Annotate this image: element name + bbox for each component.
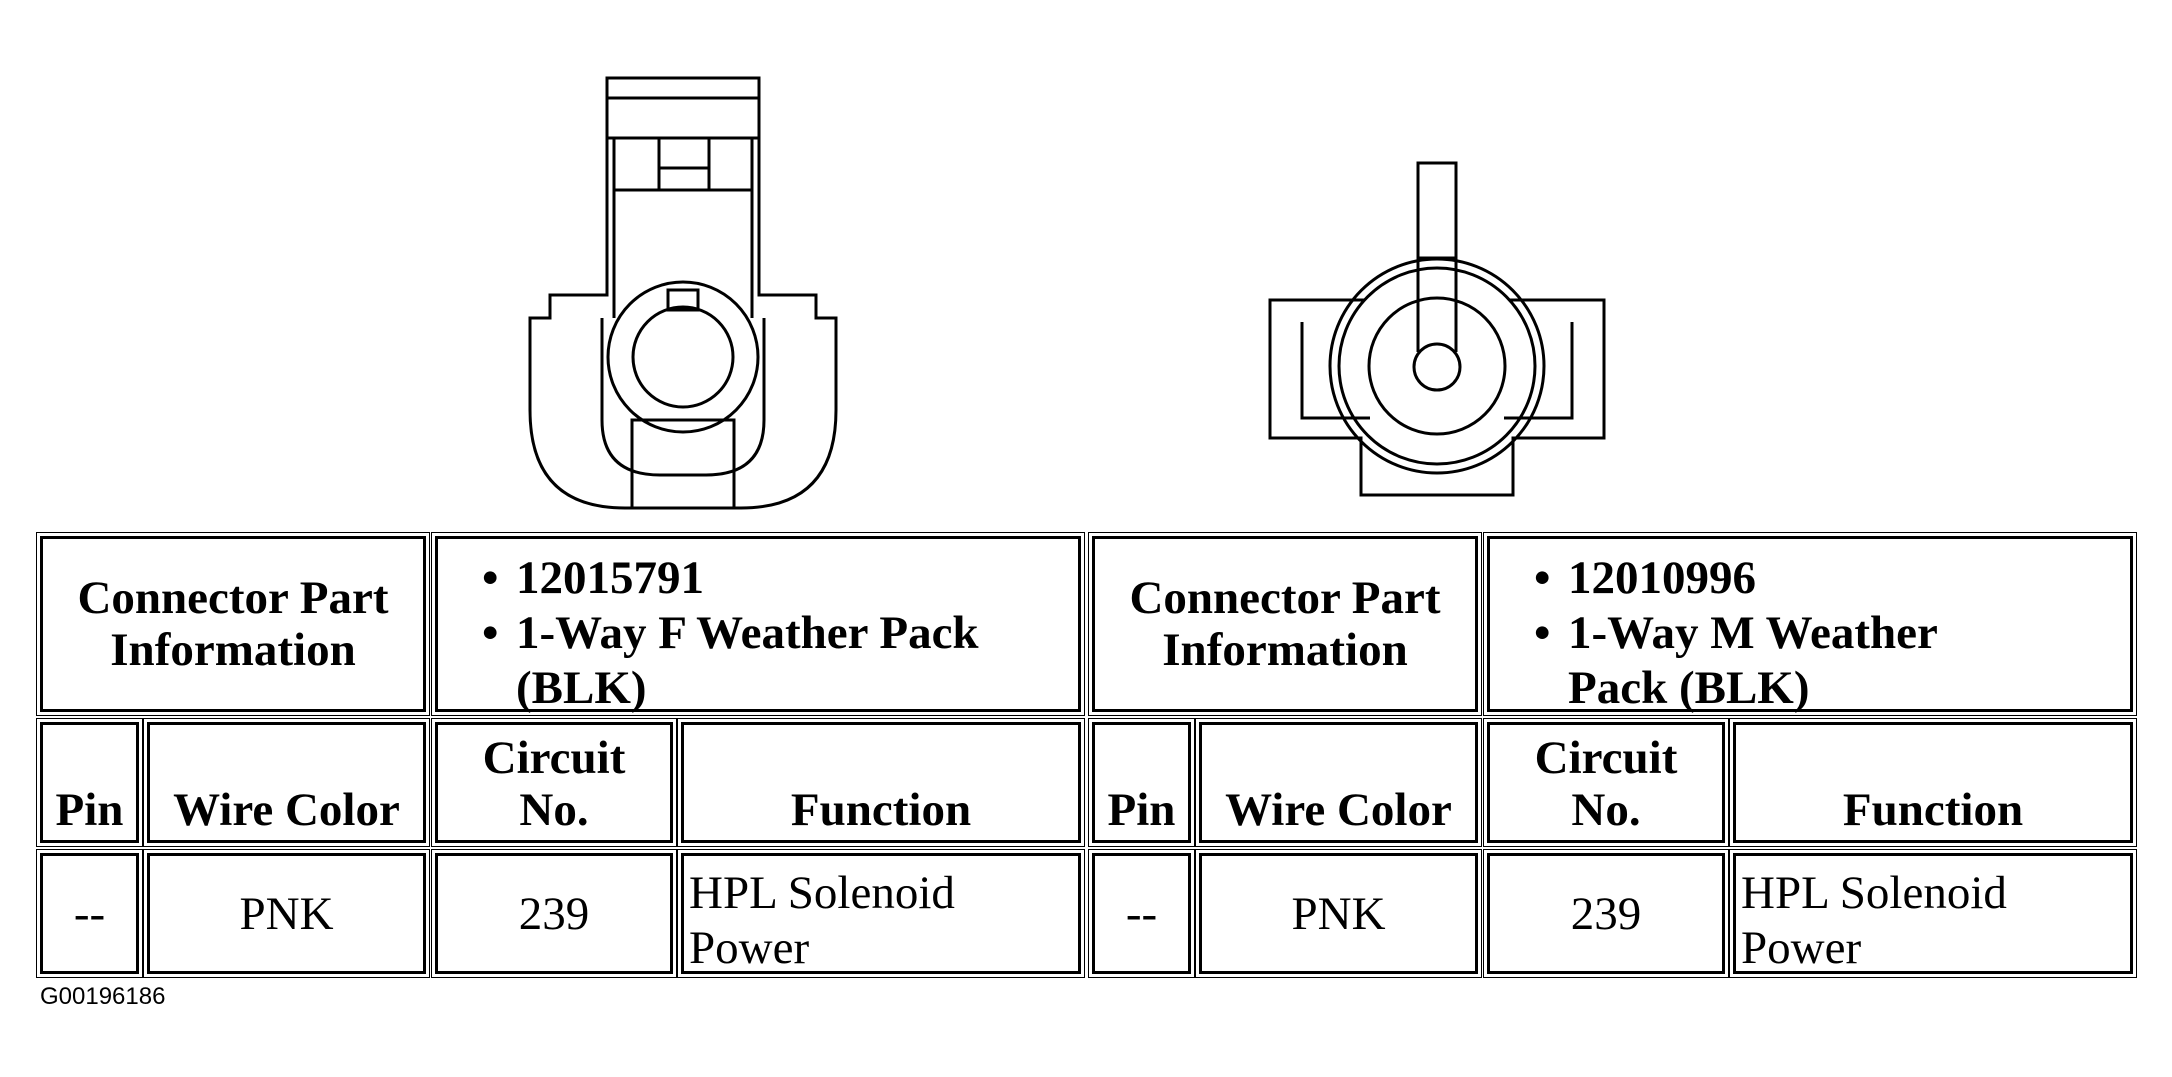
table-row-circuit-no: 239 [431, 849, 677, 978]
cell-text: PNK [1291, 887, 1386, 940]
column-header-pin: Pin [1088, 718, 1195, 847]
connector-part-info-label-1: Connector Part Information [36, 532, 430, 716]
column-header-text: Wire Color [1225, 784, 1452, 836]
cell-text: -- [73, 887, 106, 940]
connector-part-info-label-2: Connector Part Information [1088, 532, 1482, 716]
cell-text: HPL Solenoid Power [689, 867, 955, 974]
connector-illustrations [528, 76, 1606, 510]
column-header-text: Function [1842, 784, 2024, 836]
table-row-wire-color: PNK [143, 849, 430, 978]
header-label-text: Connector Part Information [77, 572, 389, 676]
figure-id: G00196186 [40, 983, 166, 1010]
column-header-wire-color: Wire Color [1195, 718, 1482, 847]
table-row-circuit-no: 239 [1483, 849, 1729, 978]
column-header-circuit-no: Circuit No. [1483, 718, 1729, 847]
column-header-wire-color: Wire Color [143, 718, 430, 847]
column-header-pin: Pin [36, 718, 143, 847]
male-connector-icon [1268, 161, 1606, 497]
column-header-text: Circuit No. [1534, 732, 1678, 836]
column-header-text: Pin [1107, 784, 1176, 836]
connector-part-list-1: 12015791 1-Way F Weather Pack (BLK) [431, 532, 1085, 716]
cell-text: 239 [1570, 887, 1642, 940]
part-description: 1-Way M Weather Pack (BLK) [1490, 606, 1980, 716]
table-row-pin: -- [1088, 849, 1195, 978]
female-connector-icon [528, 76, 838, 510]
connector-part-list-2: 12010996 1-Way M Weather Pack (BLK) [1483, 532, 2137, 716]
column-header-circuit-no: Circuit No. [431, 718, 677, 847]
header-label-text: Connector Part Information [1129, 572, 1441, 676]
part-info-list: 12010996 1-Way M Weather Pack (BLK) [1490, 551, 1980, 716]
table-row-function: HPL Solenoid Power [1729, 849, 2137, 978]
part-number: 12010996 [1490, 551, 1980, 606]
column-header-function: Function [677, 718, 1085, 847]
cell-text: PNK [239, 887, 334, 940]
cell-text: 239 [518, 887, 590, 940]
cell-text: -- [1125, 887, 1158, 940]
cell-text: HPL Solenoid Power [1741, 867, 2007, 974]
part-info-list: 12015791 1-Way F Weather Pack (BLK) [438, 551, 1078, 716]
column-header-function: Function [1729, 718, 2137, 847]
part-number: 12015791 [438, 551, 1078, 606]
table-row-function: HPL Solenoid Power [677, 849, 1085, 978]
column-header-text: Wire Color [173, 784, 400, 836]
table-row-wire-color: PNK [1195, 849, 1482, 978]
column-header-text: Pin [55, 784, 124, 836]
column-header-text: Circuit No. [482, 732, 626, 836]
column-header-text: Function [790, 784, 972, 836]
table-row-pin: -- [36, 849, 143, 978]
part-description: 1-Way F Weather Pack (BLK) [438, 606, 1078, 716]
